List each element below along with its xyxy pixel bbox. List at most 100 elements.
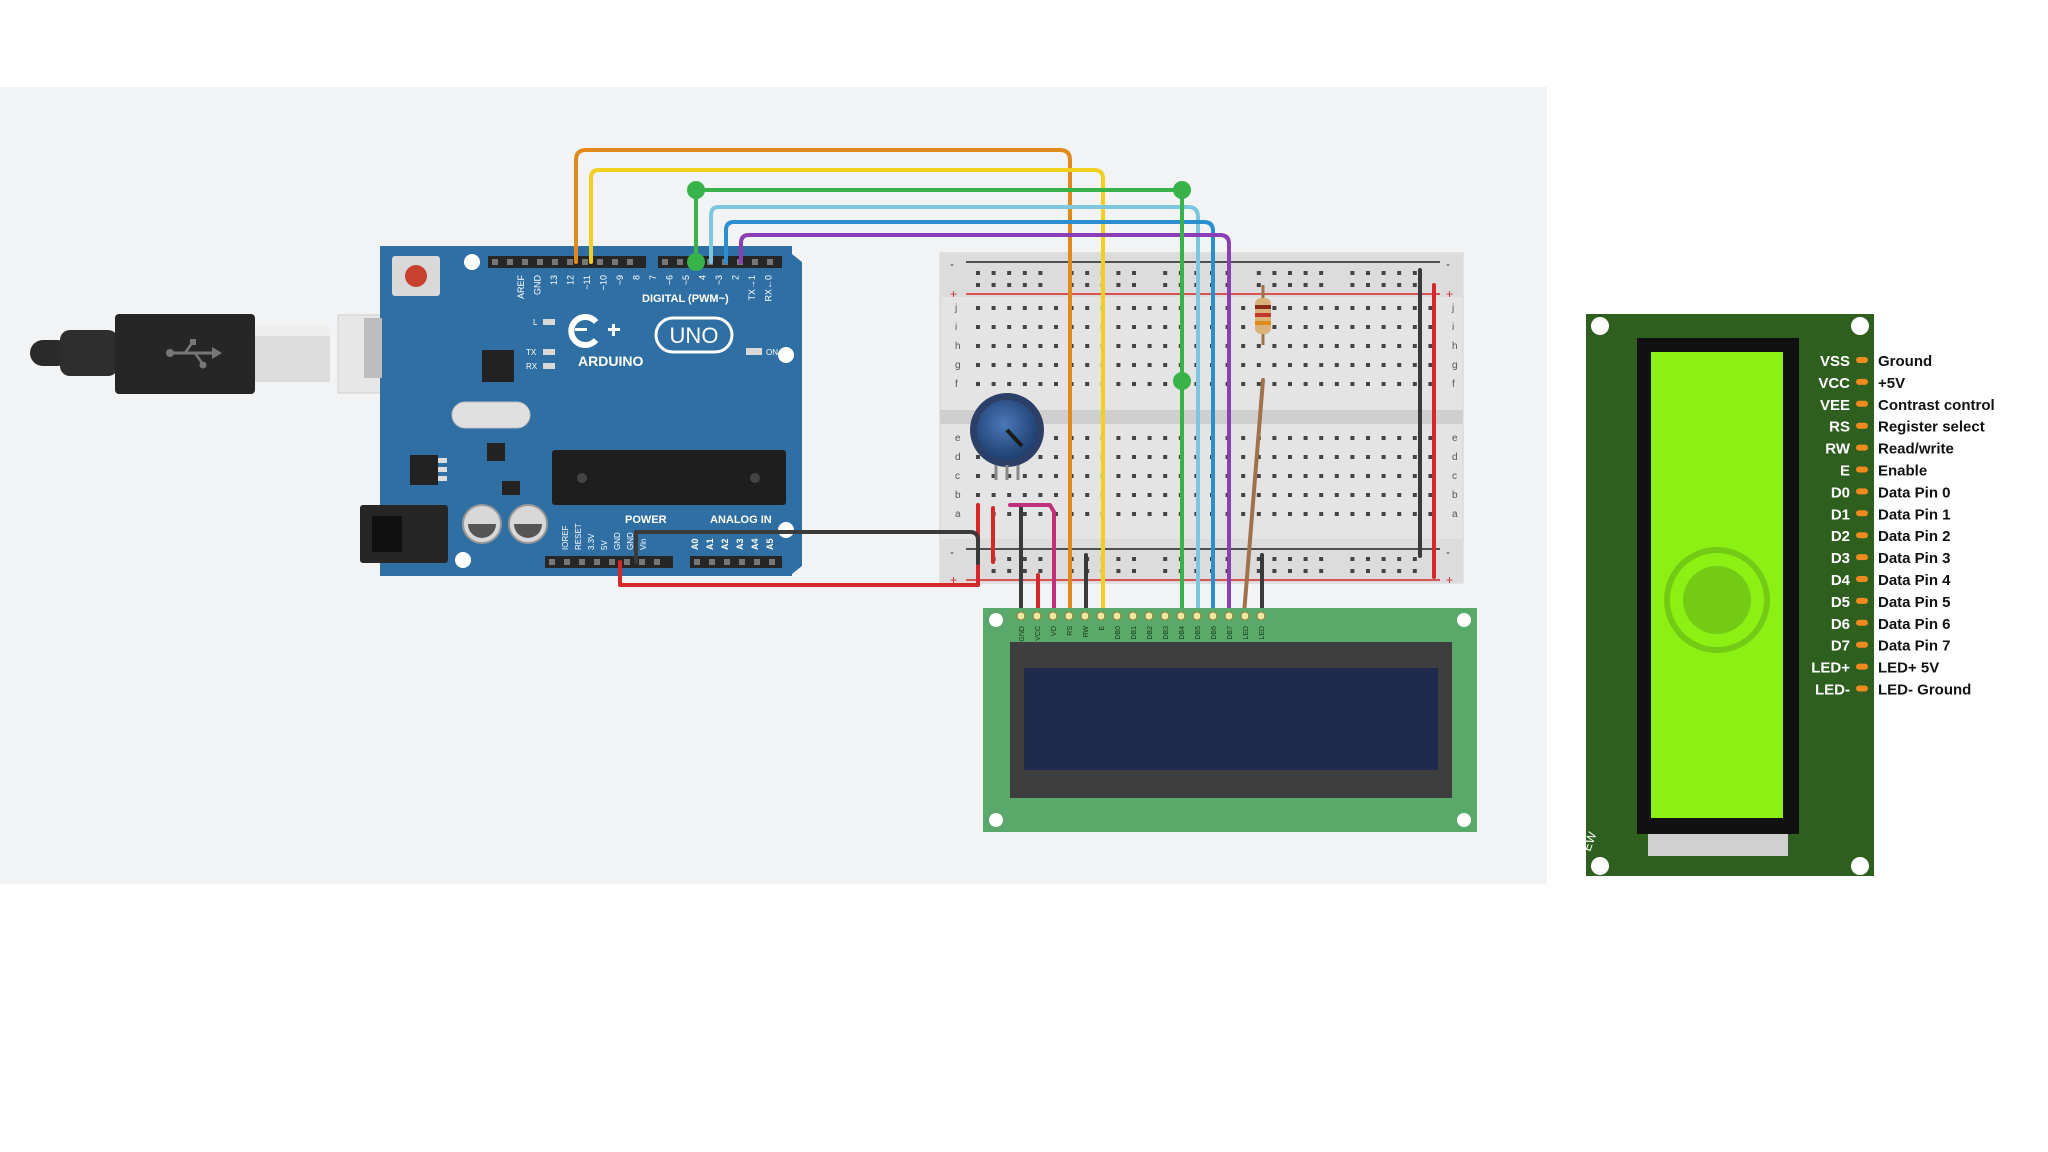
header-hole[interactable] xyxy=(579,559,585,565)
breadboard-hole[interactable] xyxy=(1272,283,1277,287)
breadboard-hole[interactable] xyxy=(1054,363,1058,367)
breadboard-hole[interactable] xyxy=(1116,382,1121,386)
breadboard-hole[interactable] xyxy=(991,283,996,287)
breadboard-hole[interactable] xyxy=(1303,512,1308,516)
breadboard-hole[interactable] xyxy=(1163,557,1168,561)
breadboard-hole[interactable] xyxy=(1412,271,1417,275)
breadboard-hole[interactable] xyxy=(1007,474,1012,478)
breadboard-hole[interactable] xyxy=(1038,382,1043,386)
breadboard-hole[interactable] xyxy=(1381,474,1386,478)
breadboard-hole[interactable] xyxy=(1116,325,1121,329)
breadboard-hole[interactable] xyxy=(1147,363,1152,367)
breadboard-hole[interactable] xyxy=(991,306,996,310)
breadboard-hole[interactable] xyxy=(1022,512,1027,516)
breadboard-hole[interactable] xyxy=(1412,344,1417,348)
breadboard-hole[interactable] xyxy=(1256,557,1261,561)
breadboard-hole[interactable] xyxy=(976,493,980,497)
breadboard-hole[interactable] xyxy=(1272,512,1277,516)
breadboard-hole[interactable] xyxy=(1054,325,1058,329)
breadboard-hole[interactable] xyxy=(1007,325,1012,329)
breadboard-hole[interactable] xyxy=(1163,493,1168,497)
breadboard-hole[interactable] xyxy=(1319,557,1324,561)
breadboard-hole[interactable] xyxy=(1054,306,1058,310)
header-hole[interactable] xyxy=(662,259,668,265)
breadboard-hole[interactable] xyxy=(1397,512,1402,516)
breadboard-hole[interactable] xyxy=(1272,569,1277,573)
breadboard-hole[interactable] xyxy=(1397,436,1402,440)
header-hole[interactable] xyxy=(612,259,618,265)
breadboard-hole[interactable] xyxy=(1256,493,1261,497)
header-hole[interactable] xyxy=(549,559,555,565)
breadboard-hole[interactable] xyxy=(1412,283,1417,287)
breadboard-hole[interactable] xyxy=(1116,569,1121,573)
breadboard-hole[interactable] xyxy=(1116,363,1121,367)
lcd-pin[interactable] xyxy=(1128,611,1138,621)
breadboard-hole[interactable] xyxy=(1241,455,1246,459)
breadboard-hole[interactable] xyxy=(1428,306,1433,310)
breadboard-hole[interactable] xyxy=(1147,344,1152,348)
breadboard-hole[interactable] xyxy=(1288,344,1292,348)
breadboard-hole[interactable] xyxy=(1256,382,1261,386)
breadboard-hole[interactable] xyxy=(1038,344,1043,348)
breadboard-hole[interactable] xyxy=(1147,325,1152,329)
breadboard-hole[interactable] xyxy=(1334,306,1339,310)
breadboard-hole[interactable] xyxy=(1334,436,1339,440)
breadboard-hole[interactable] xyxy=(976,344,980,348)
breadboard-hole[interactable] xyxy=(1038,493,1043,497)
breadboard-hole[interactable] xyxy=(1366,474,1370,478)
breadboard-hole[interactable] xyxy=(1366,569,1370,573)
breadboard-hole[interactable] xyxy=(1256,271,1261,275)
breadboard-hole[interactable] xyxy=(1381,382,1386,386)
potentiometer[interactable] xyxy=(970,393,1044,480)
breadboard-hole[interactable] xyxy=(1163,363,1168,367)
breadboard-hole[interactable] xyxy=(1412,382,1417,386)
breadboard-hole[interactable] xyxy=(1366,306,1370,310)
breadboard-hole[interactable] xyxy=(1303,363,1308,367)
breadboard-hole[interactable] xyxy=(1132,512,1136,516)
breadboard-hole[interactable] xyxy=(1334,325,1339,329)
breadboard-hole[interactable] xyxy=(1428,474,1433,478)
breadboard-hole[interactable] xyxy=(1288,569,1292,573)
breadboard-hole[interactable] xyxy=(1397,271,1402,275)
breadboard-hole[interactable] xyxy=(1428,512,1433,516)
breadboard-hole[interactable] xyxy=(1288,493,1292,497)
breadboard-hole[interactable] xyxy=(1319,436,1324,440)
lcd-pin[interactable] xyxy=(1112,611,1122,621)
breadboard-hole[interactable] xyxy=(1007,271,1012,275)
breadboard-hole[interactable] xyxy=(1163,283,1168,287)
breadboard-hole[interactable] xyxy=(1303,283,1308,287)
breadboard-hole[interactable] xyxy=(1132,557,1136,561)
breadboard-hole[interactable] xyxy=(976,363,980,367)
breadboard-hole[interactable] xyxy=(1116,512,1121,516)
breadboard-hole[interactable] xyxy=(1163,344,1168,348)
lcd-pin[interactable] xyxy=(1208,611,1218,621)
breadboard-hole[interactable] xyxy=(1350,283,1355,287)
header-hole[interactable] xyxy=(754,559,760,565)
breadboard-hole[interactable] xyxy=(1303,306,1308,310)
breadboard-hole[interactable] xyxy=(1350,493,1355,497)
lcd-pin[interactable] xyxy=(1048,611,1058,621)
breadboard-hole[interactable] xyxy=(1256,363,1261,367)
breadboard-hole[interactable] xyxy=(1132,283,1136,287)
breadboard-hole[interactable] xyxy=(1022,557,1027,561)
breadboard-hole[interactable] xyxy=(1381,557,1386,561)
breadboard-hole[interactable] xyxy=(1163,306,1168,310)
breadboard-hole[interactable] xyxy=(976,325,980,329)
breadboard-hole[interactable] xyxy=(1132,271,1136,275)
breadboard-hole[interactable] xyxy=(1303,474,1308,478)
breadboard-hole[interactable] xyxy=(1319,344,1324,348)
breadboard-hole[interactable] xyxy=(1272,557,1277,561)
breadboard-hole[interactable] xyxy=(1288,557,1292,561)
breadboard-hole[interactable] xyxy=(1163,512,1168,516)
breadboard-hole[interactable] xyxy=(1054,344,1058,348)
breadboard-hole[interactable] xyxy=(1303,344,1308,348)
breadboard-hole[interactable] xyxy=(1381,493,1386,497)
breadboard-hole[interactable] xyxy=(1366,512,1370,516)
breadboard-hole[interactable] xyxy=(1303,493,1308,497)
breadboard-hole[interactable] xyxy=(1288,363,1292,367)
breadboard-hole[interactable] xyxy=(1381,436,1386,440)
breadboard-hole[interactable] xyxy=(1288,283,1292,287)
breadboard-hole[interactable] xyxy=(1116,271,1121,275)
lcd-pin[interactable] xyxy=(1224,611,1234,621)
header-hole[interactable] xyxy=(709,559,715,565)
